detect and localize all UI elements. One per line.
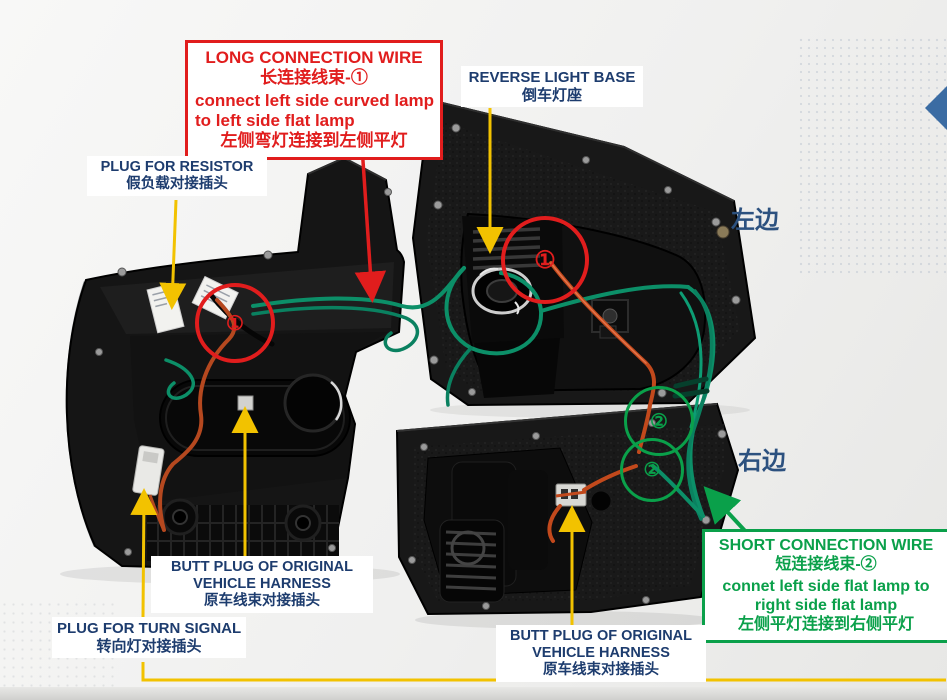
turn-signal-plug — [132, 445, 165, 496]
callout-desc-en-1: connect left side curved lamp — [195, 91, 435, 111]
marker-digit: ② — [650, 410, 668, 433]
label-text-en: VEHICLE HARNESS — [193, 576, 331, 593]
label-butt-plug-original-harness-left: BUTT PLUG OF ORIGINAL VEHICLE HARNESS 原车… — [151, 556, 373, 614]
leader-plug-for-turn-signal — [130, 488, 158, 618]
label-plug-for-resistor: PLUG FOR RESISTOR 假负载对接插头 — [87, 156, 267, 197]
label-text-en: VEHICLE HARNESS — [532, 645, 670, 662]
callout-desc-zh: 左侧弯灯连接到左侧平灯 — [220, 131, 408, 151]
label-plug-for-turn-signal: PLUG FOR TURN SIGNAL 转向灯对接插头 — [52, 617, 246, 659]
halftone-texture — [797, 36, 947, 276]
green-arrow-short-wire — [703, 486, 749, 535]
callout-title-zh: 短连接线束-② — [775, 555, 877, 573]
label-reverse-light-base: REVERSE LIGHT BASE 倒车灯座 — [461, 66, 643, 108]
marker-circle-1-curved-lamp: ① — [195, 283, 275, 363]
callout-desc-en-2: right side flat lamp — [754, 596, 898, 614]
marker-digit: ② — [643, 459, 661, 481]
label-text-en: PLUG FOR TURN SIGNAL — [57, 620, 242, 637]
side-label-right: 右边 — [738, 448, 786, 475]
carousel-prev-icon[interactable] — [925, 79, 947, 137]
label-text-zh: 倒车灯座 — [521, 86, 582, 104]
short-connection-wire-callout: SHORT CONNECTION WIRE 短连接线束-② connet lef… — [702, 529, 947, 644]
label-butt-plug-original-harness-right: BUTT PLUG OF ORIGINAL VEHICLE HARNESS 原车… — [496, 625, 706, 683]
marker-circle-1-flat-lamp: ① — [501, 216, 589, 304]
label-text-zh: 原车线束对接插头 — [543, 662, 659, 679]
callout-desc-zh: 左侧平灯连接到右侧平灯 — [737, 615, 914, 633]
label-text-en: BUTT PLUG OF ORIGINAL — [509, 628, 693, 644]
callout-title-zh: 长连接线束-① — [260, 68, 368, 88]
side-label-left: 左边 — [731, 207, 779, 234]
label-text-zh: 原车线束对接插头 — [204, 593, 320, 610]
label-text-zh: 假负载对接插头 — [126, 176, 228, 193]
marker-digit: ① — [226, 312, 244, 335]
callout-desc-en-1: connet left side flat lamp to — [722, 577, 930, 595]
label-text-en: PLUG FOR RESISTOR — [100, 159, 254, 175]
marker-digit: ① — [534, 246, 556, 274]
page-bottom-edge — [0, 687, 947, 700]
label-text-en: BUTT PLUG OF ORIGINAL — [170, 559, 354, 575]
label-text-en: REVERSE LIGHT BASE — [468, 69, 636, 86]
callout-desc-en-2: to left side flat lamp — [195, 111, 355, 131]
left-curved-lamp — [65, 156, 406, 570]
red-arrow-long-wire — [354, 145, 387, 303]
callout-title-en: SHORT CONNECTION WIRE — [718, 537, 934, 554]
long-connection-wire-callout: LONG CONNECTION WIRE 长连接线束-① connect lef… — [185, 40, 443, 161]
callout-title-en: LONG CONNECTION WIRE — [205, 48, 423, 67]
label-text-zh: 转向灯对接插头 — [96, 637, 202, 655]
marker-circle-2-lower: ② — [620, 438, 684, 502]
leader-plug-for-resistor — [159, 199, 187, 310]
